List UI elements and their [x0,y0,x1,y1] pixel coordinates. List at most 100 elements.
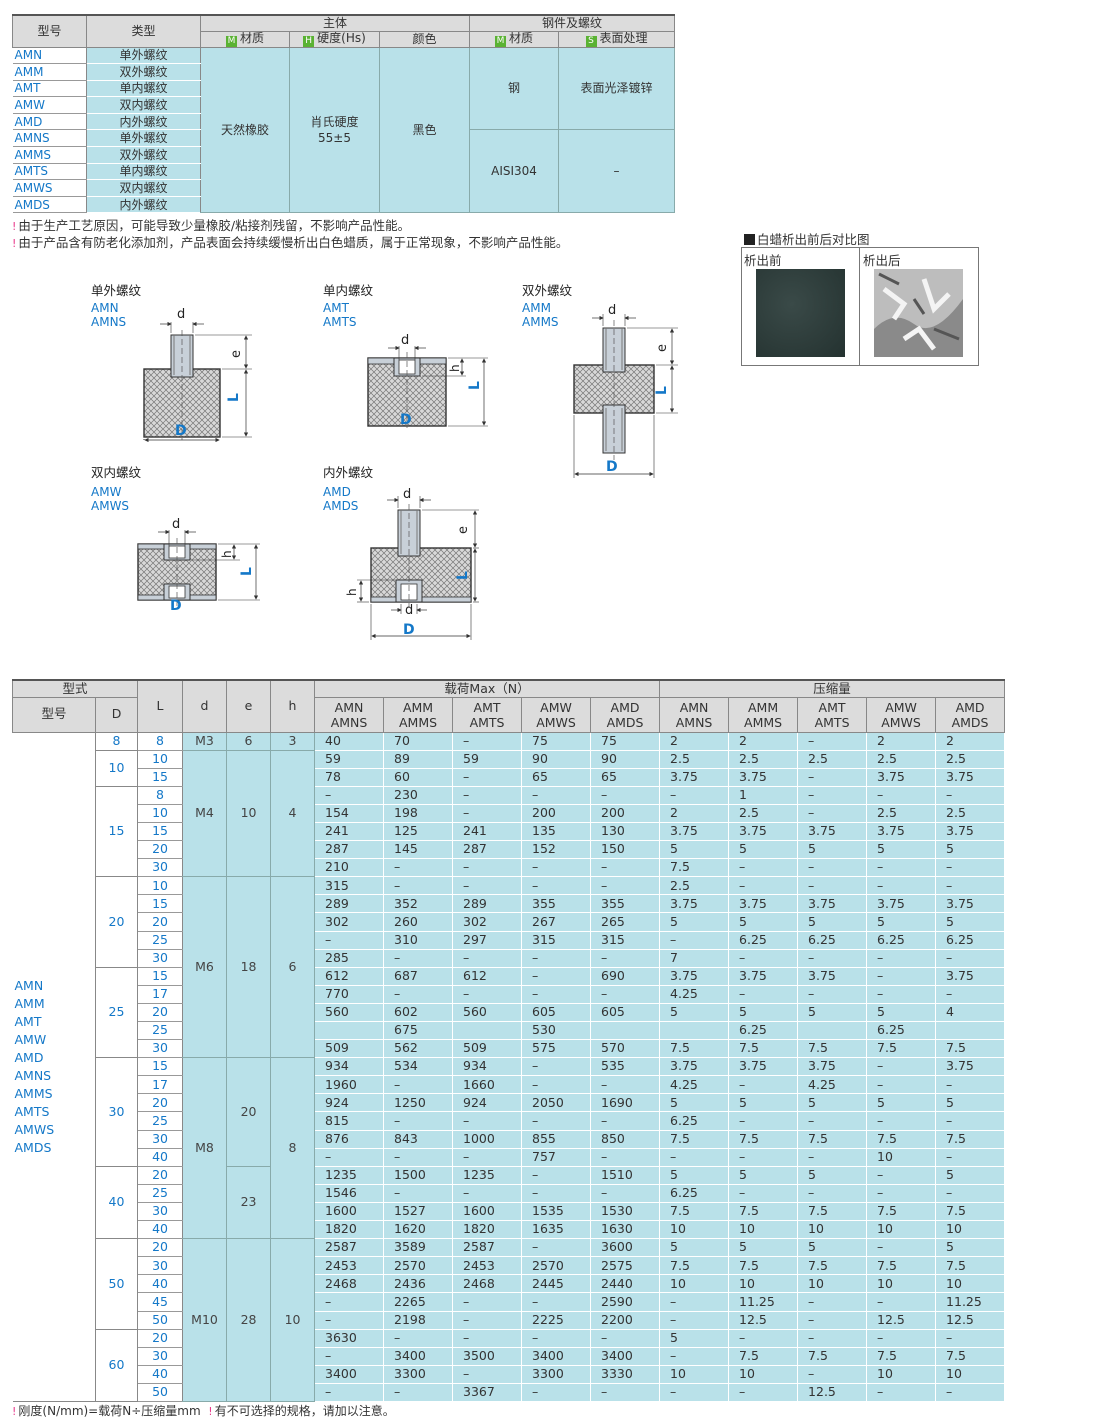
compression-value: – [659,1347,730,1366]
load-value: 3500 [452,1347,523,1366]
compression-value: – [797,949,868,968]
load-value: 150 [590,840,661,860]
load-value: 310 [383,931,454,950]
compression-value: 2.5 [659,876,730,896]
compression-value: 3.75 [659,822,730,842]
header-type: 类型 [86,14,201,48]
compression-value: 3.75 [728,967,799,986]
compression-value: 3.75 [797,967,868,986]
footer-note: !刚度(N/mm)=载荷N÷压缩量mm !有不可选择的规格，请加以注意。 [12,1404,395,1418]
compression-value: – [866,1292,937,1312]
load-value: 297 [452,931,523,950]
thread-d: M8 [182,1057,228,1240]
load-value: 3600 [590,1238,661,1258]
compression-value: 3.75 [728,894,799,914]
diameter-D: 25 [95,967,139,1059]
drawing-title-internal-external: 内外螺纹 [323,465,374,480]
header-compression: 压缩量 [659,679,1006,698]
compression-value: – [728,1075,799,1095]
compression-value: – [866,1057,937,1077]
length-L: 40 [137,1148,184,1167]
model-code: AMW [14,1031,47,1047]
compression-value: – [797,732,868,751]
load-value: 285 [314,949,385,968]
thread-type: 内外螺纹 [86,113,201,131]
dim-D: D [170,598,182,614]
surface-treatment-2: – [558,129,676,214]
load-value: – [452,1148,523,1167]
body-material: 天然橡胶 [200,47,290,214]
warning-icon: ! [12,1405,17,1418]
compression-value: 10 [659,1220,730,1240]
thread-type: 单内螺纹 [86,163,201,181]
dim-L: L [467,381,483,390]
note-residue: !由于生产工艺原因，可能导致少量橡胶/粘接剂残留，不影响产品性能。 [12,218,411,233]
compression-value: 7.5 [797,1039,868,1059]
load-value: 924 [452,1093,523,1113]
comparison-box: 析出前 析出后 [741,247,979,366]
compression-value: 6.25 [935,931,1006,950]
load-value: – [452,858,523,878]
load-value: – [521,1383,592,1402]
load-value: 2570 [383,1256,454,1276]
load-value: 65 [590,768,661,787]
compression-value: 10 [935,1365,1006,1384]
load-value: 570 [590,1039,661,1059]
load-value: – [521,985,592,1004]
dim-h: h [345,588,359,596]
load-value: 2445 [521,1274,592,1294]
header-model: 型号 [12,14,87,48]
compression-value: – [659,1148,730,1167]
dim-d: d [403,487,411,502]
thread-h: 8 [270,1057,316,1240]
compression-value: 6.25 [659,1184,730,1203]
load-value: – [383,876,454,896]
load-value: – [452,876,523,896]
compression-value: 7.5 [866,1347,937,1366]
header-color: 颜色 [378,30,471,48]
thread-h: 4 [270,750,316,878]
load-value: 2570 [521,1256,592,1276]
compression-value: 3.75 [728,1057,799,1077]
drawing-title-double-external: 双外螺纹 [522,283,573,298]
load-value: 934 [314,1057,385,1077]
compression-value: 7.5 [728,1256,799,1276]
compression-value: 7.5 [659,1202,730,1222]
length-L: 17 [137,985,184,1004]
length-L: 15 [137,1057,184,1077]
diameter-D: 50 [95,1238,139,1330]
load-value: – [521,1075,592,1095]
load-value: 605 [590,1003,661,1023]
compression-value: – [728,949,799,968]
model-code: AMN [14,977,44,993]
compression-value [935,1021,1006,1041]
length-L: 50 [137,1311,184,1330]
thread-e: 28 [226,1238,272,1402]
warning-icon: ! [12,220,17,233]
compression-value: – [728,1383,799,1402]
compression-value: – [935,1148,1006,1167]
load-value: 2587 [452,1238,523,1258]
comparison-before: 析出前 [742,248,860,365]
load-value: 3400 [383,1347,454,1366]
compression-value: – [866,967,937,986]
compression-value: – [866,858,937,878]
load-value: 65 [521,768,592,787]
load-value: 2440 [590,1274,661,1294]
material-tag-icon: M [225,35,237,46]
compression-value: 7.5 [659,1130,730,1149]
load-value: 315 [314,876,385,896]
load-value: 855 [521,1130,592,1149]
